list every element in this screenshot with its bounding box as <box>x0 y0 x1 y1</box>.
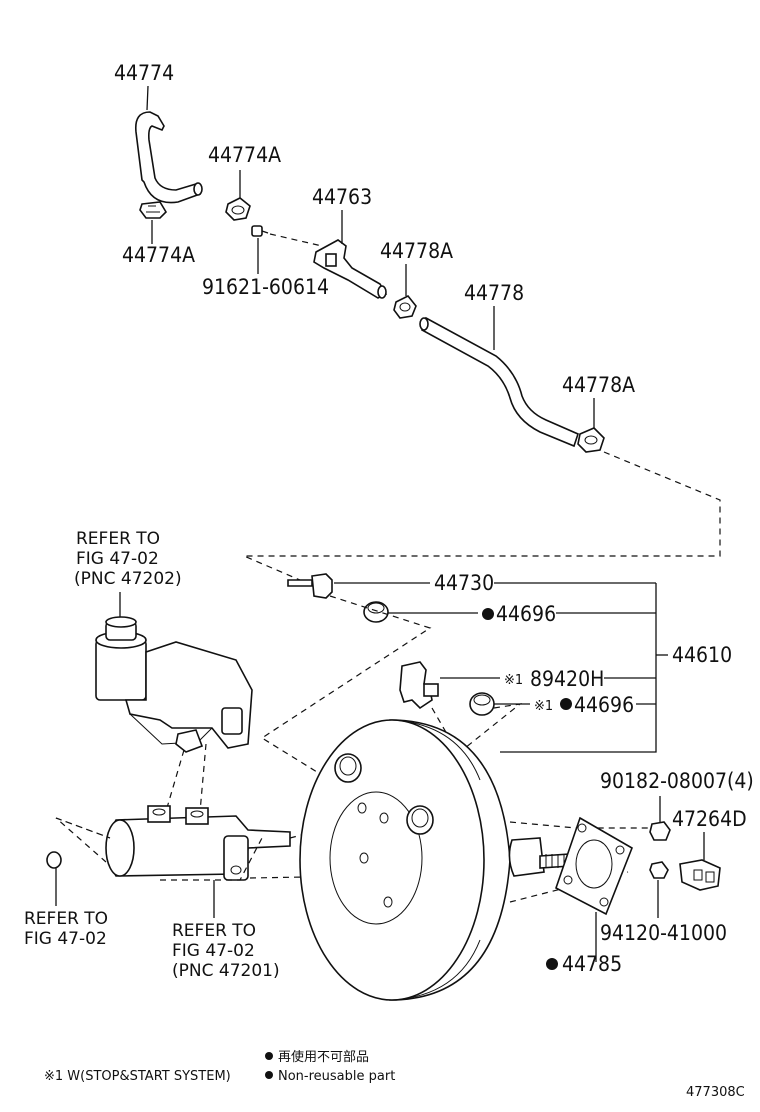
reservoir-drawing <box>95 616 253 753</box>
clip-44774a-lower-drawing <box>139 201 168 219</box>
gasket-44785-drawing <box>555 816 633 916</box>
label-44774a-upper: 44774A <box>208 143 281 167</box>
check-valve-drawing <box>313 239 388 299</box>
label-44774: 44774 <box>114 61 174 85</box>
label-44730: 44730 <box>434 571 494 595</box>
label-44778: 44778 <box>464 281 524 305</box>
non-reusable-dot-1 <box>482 608 494 620</box>
label-44763: 44763 <box>312 185 372 209</box>
label-89420h: 89420H <box>530 667 604 691</box>
marker-x1-grommet: ※1 <box>534 699 553 714</box>
ref-left-line1: REFER TO <box>24 909 108 929</box>
nut-94120-drawing <box>649 861 669 879</box>
ref-reservoir-line3: (PNC 47202) <box>74 569 182 589</box>
bolt-drawing <box>251 225 269 237</box>
legend-x1-label: ※1 W(STOP&START SYSTEM) <box>44 1069 231 1084</box>
legend-dot-1 <box>265 1052 273 1060</box>
brake-booster-drawing <box>299 719 571 1001</box>
union-44730-drawing <box>287 573 333 599</box>
label-94120-41000: 94120-41000 <box>600 921 727 945</box>
legend-line2: Non-reusable part <box>278 1069 395 1084</box>
clip-44774a-upper-drawing <box>225 197 251 221</box>
ref-reservoir-line1: REFER TO <box>76 529 160 549</box>
label-44696: 44696 <box>496 602 556 626</box>
nut-90182-drawing <box>649 821 671 841</box>
legend-line1: 再使用不可部品 <box>278 1049 369 1065</box>
clip-44778a-lower-drawing <box>577 427 605 453</box>
legend-dot-2 <box>265 1071 273 1079</box>
label-44778a-upper: 44778A <box>380 239 453 263</box>
label-44785: 44785 <box>562 952 622 976</box>
master-cylinder-drawing <box>105 805 291 881</box>
ref-cylinder-line2: FIG 47-02 <box>172 941 255 961</box>
figure-code: 477308C <box>686 1085 745 1100</box>
clip-44778a-upper-drawing <box>393 294 417 319</box>
ref-cylinder-line1: REFER TO <box>172 921 256 941</box>
sensor-89420h-drawing <box>399 661 439 710</box>
label-44610: 44610 <box>672 643 732 667</box>
non-reusable-dot-2 <box>560 698 572 710</box>
hose-44778-drawing <box>419 316 579 448</box>
ref-reservoir-line2: FIG 47-02 <box>76 549 159 569</box>
grommet-44696-x1-drawing <box>469 692 495 716</box>
label-44696-x1: 44696 <box>574 693 634 717</box>
ref-left-line2: FIG 47-02 <box>24 929 107 949</box>
marker-x1-sensor: ※1 <box>504 673 523 688</box>
label-47264d: 47264D <box>672 807 747 831</box>
label-90182-08007: 90182-08007(4) <box>600 769 754 793</box>
label-44774a-lower: 44774A <box>122 243 195 267</box>
ref-cylinder-line3: (PNC 47201) <box>172 961 280 981</box>
hose-44774-drawing <box>134 111 203 204</box>
non-reusable-dot-3 <box>546 958 558 970</box>
label-44778a-lower: 44778A <box>562 373 635 397</box>
bracket-47264d-drawing <box>679 859 721 891</box>
grommet-44696-drawing <box>363 601 389 623</box>
label-91621-60614: 91621-60614 <box>202 275 329 299</box>
